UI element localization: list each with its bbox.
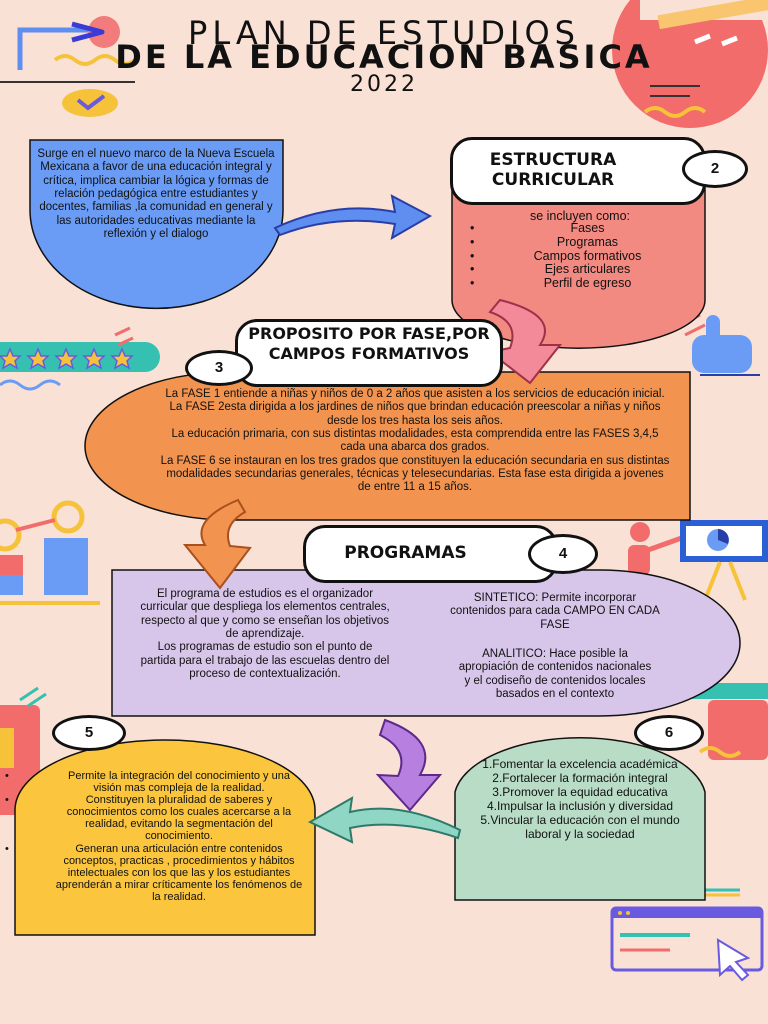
estructura-item: Programas [470, 235, 675, 250]
arrow-programas-to-perfil [375, 718, 443, 812]
perfil-list: 1.Fomentar la excelencia académica 2.For… [465, 757, 695, 841]
ejes-item: Constituyen la pluralidad de saberes y c… [5, 794, 305, 842]
estructura-heading: ESTRUCTURA CURRICULAR [450, 137, 706, 205]
proposito-paragraph: La FASE 1 entiende a niñas y niños de 0 … [165, 388, 665, 400]
programas-number: 4 [528, 534, 598, 574]
proposito-number: 3 [185, 350, 253, 386]
perfil-item: 1.Fomentar la excelencia académica [482, 757, 678, 771]
proposito-paragraph: La FASE 2esta dirigida a los jardines de… [169, 401, 661, 427]
proposito-text: La FASE 1 entiende a niñas y niños de 0 … [160, 388, 670, 495]
estructura-item: Fases [470, 221, 675, 236]
estructura-intro: se incluyen como: [529, 209, 631, 223]
perfil-number: 6 [634, 715, 704, 751]
programas-analitico: ANALITICO: Hace posible la apropiación d… [458, 648, 652, 700]
proposito-paragraph: La FASE 6 se instauran en los tres grado… [160, 454, 670, 494]
check-badge-icon [62, 89, 118, 117]
perfil-item: 4.Impulsar la inclusión y diversidad [486, 798, 674, 813]
estructura-item: Ejes articulares [470, 262, 675, 277]
proposito-paragraph: La educación primaria, con sus distintas… [171, 427, 659, 454]
pointing-hand-icon [692, 315, 760, 376]
stars-ribbon [0, 342, 160, 372]
ejes-item: Generan una articulación entre contenido… [5, 843, 305, 903]
perfil-item: 5.Vincular la educación con el mundo lab… [480, 812, 680, 841]
ejes-number: 5 [52, 715, 126, 751]
intro-text: Surge en el nuevo marco de la Nueva Escu… [37, 148, 275, 240]
title-line1: PLAN DE ESTUDIOS [188, 14, 580, 52]
ejes-list: Permite la integración del conocimiento … [5, 770, 305, 903]
title-line2: DE LA EDUCACION BASICA [115, 38, 653, 76]
arrow-estructura-to-proposito [487, 298, 563, 385]
arrow-proposito-to-programas [182, 498, 252, 590]
arrow-right-icon [17, 16, 120, 70]
proposito-heading: PROPOSITO POR FASE,POR CAMPOS FORMATIVOS [235, 319, 503, 387]
title-year: 2022 [350, 72, 418, 97]
perfil-item: 2.Fortalecer la formación integral [492, 770, 668, 785]
programas-paragraph: Los programas de estudio son el punto de… [140, 641, 390, 680]
estructura-item: Campos formativos [470, 249, 675, 264]
arrow-perfil-to-ejes [307, 796, 462, 844]
programas-sintetico: SINTETICO: Permite incorporar contenidos… [450, 592, 660, 631]
estructura-item: Perfil de egreso [470, 276, 675, 291]
perfil-item: 3.Promover la equidad educativa [492, 784, 668, 799]
ejes-item: Permite la integración del conocimiento … [5, 770, 305, 794]
arrow-intro-to-estructura [273, 194, 433, 240]
programas-paragraph: El programa de estudios es el organizado… [140, 588, 390, 640]
programas-left: El programa de estudios es el organizado… [140, 588, 390, 681]
browser-window-icon [610, 906, 764, 982]
estructura-number: 2 [682, 150, 748, 188]
programas-heading: PROGRAMAS [303, 525, 558, 583]
estructura-list: Fases Programas Campos formativos Ejes a… [470, 221, 675, 291]
presenter-icon [628, 520, 768, 601]
bar-chart-icon [0, 500, 100, 605]
